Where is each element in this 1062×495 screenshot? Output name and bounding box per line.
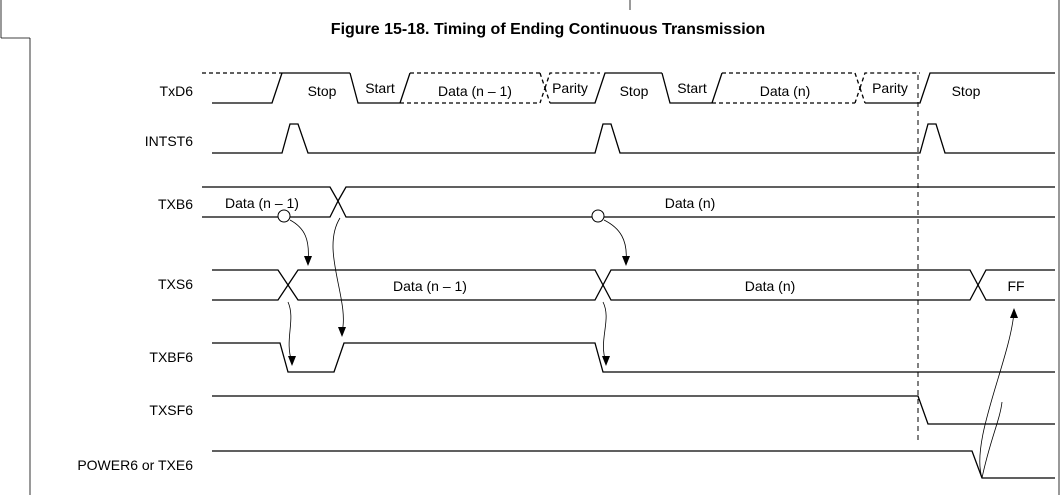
txd6-field-parity: Parity	[872, 80, 908, 96]
txd6-field-parity: Parity	[552, 80, 588, 96]
signal-label-txd6: TxD6	[160, 83, 194, 99]
signal-label-intst6: INTST6	[145, 133, 193, 149]
txd6-waveform: Stop Start Data (n – 1) Parity Stop Star…	[202, 72, 1055, 104]
txs6-waveform: Data (n – 1) Data (n) FF	[212, 269, 1055, 301]
figure-title: Figure 15-18. Timing of Ending Continuou…	[331, 21, 765, 38]
signal-label-txbf6: TXBF6	[149, 349, 193, 365]
event-marker	[591, 209, 605, 223]
signal-label-txsf6: TXSF6	[149, 402, 193, 418]
txd6-field-stop: Stop	[952, 83, 981, 99]
causal-arrows	[277, 209, 1018, 479]
intst6-waveform	[212, 123, 1055, 154]
txsf6-waveform	[212, 395, 1055, 425]
txs6-value: FF	[1007, 278, 1024, 294]
signal-label-txb6: TXB6	[158, 196, 193, 212]
signal-label-txs6: TXS6	[158, 276, 193, 292]
txd6-field-data: Data (n)	[760, 83, 811, 99]
txd6-field-stop: Stop	[620, 83, 649, 99]
txd6-field-data: Data (n – 1)	[438, 83, 512, 99]
txb6-value: Data (n – 1)	[225, 195, 299, 211]
txd6-field-start: Start	[677, 80, 707, 96]
event-marker	[277, 209, 291, 223]
txs6-value: Data (n – 1)	[393, 278, 467, 294]
txd6-field-start: Start	[365, 80, 395, 96]
txb6-waveform: Data (n – 1) Data (n)	[202, 186, 1055, 218]
signal-label-power6-txe6: POWER6 or TXE6	[77, 457, 193, 473]
txs6-value: Data (n)	[745, 278, 796, 294]
txb6-value: Data (n)	[665, 195, 716, 211]
txd6-field-stop: Stop	[308, 83, 337, 99]
txbf6-waveform	[212, 342, 1055, 373]
power6-txe6-waveform	[212, 450, 1055, 479]
